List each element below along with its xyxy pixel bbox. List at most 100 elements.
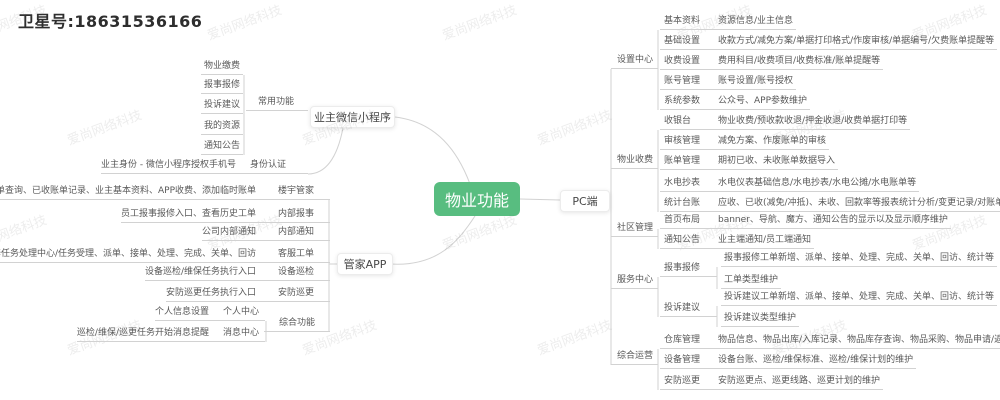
pc-row: 安防巡更 安防巡更点、巡更线路、巡更计划的维护 bbox=[660, 374, 884, 390]
pc-section-label[interactable]: 综合运营 bbox=[611, 349, 658, 365]
butler-composite-label[interactable]: 个人中心 bbox=[223, 307, 260, 317]
butler-row-detail[interactable]: 员工报事报修入口、查看历史工单 bbox=[120, 209, 256, 219]
pc-row-detail[interactable]: 水电仪表基础信息/水电抄表/水电公摊/水电账单等 bbox=[718, 178, 917, 188]
pc-row-detail[interactable]: 账号设置/账号授权 bbox=[718, 76, 794, 86]
butler-row-label[interactable]: 安防巡更 bbox=[278, 288, 315, 298]
pc-row: 设备管理 设备台账、巡检/维保标准、巡检/维保计划的维护 bbox=[660, 353, 917, 369]
owner-identity-item[interactable]: 业主身份 - 微信小程序授权手机号 bbox=[101, 160, 236, 170]
pc-row: 收银台 物业收费/预收款收退/押金收退/收费单据打印等 bbox=[660, 114, 911, 130]
pc-row-label[interactable]: 水电抄表 bbox=[664, 178, 701, 188]
pc-row-label[interactable]: 基本资料 bbox=[664, 16, 701, 26]
owner-identity-group-label[interactable]: 身份认证 bbox=[249, 160, 286, 170]
pc-row-label[interactable]: 安防巡更 bbox=[664, 376, 701, 386]
butler-composite-row: 巡检/维保/巡更任务开始消息提醒 消息中心 bbox=[76, 326, 265, 342]
pc-row-label[interactable]: 审核管理 bbox=[664, 136, 701, 146]
watermark-text: 爱尚网络科技 bbox=[535, 107, 614, 149]
pc-row-detail[interactable]: 费用科目/收费项目/收费标准/账单提醒等 bbox=[718, 56, 881, 66]
pc-row: 首页布局 banner、导航、魔方、通知公告的显示以及显示顺序维护 bbox=[660, 213, 951, 229]
pc-row-detail[interactable]: 资源信息/业主信息 bbox=[718, 16, 794, 26]
pc-row-detail[interactable]: banner、导航、魔方、通知公告的显示以及显示顺序维护 bbox=[718, 215, 948, 225]
butler-row-detail[interactable]: 报事报修任务处理中心/任务受理、派单、接单、处理、完成、关单、回访 bbox=[0, 249, 256, 259]
root-node-property-functions[interactable]: 物业功能 bbox=[434, 182, 520, 216]
butler-row-label[interactable]: 客服工单 bbox=[278, 249, 315, 259]
pc-row: 审核管理 减免方案、作废账单的审核 bbox=[660, 134, 830, 150]
pc-row-detail[interactable]: 应收、已收(减免/冲抵)、未收、回款率等报表统计分析/变更记录/对账单 bbox=[718, 198, 1000, 208]
owner-common-item[interactable]: 通知公告 bbox=[200, 139, 243, 155]
owner-common-item[interactable]: 报事报修 bbox=[200, 78, 243, 94]
pc-row-detail[interactable]: 投诉建议类型维护 bbox=[721, 311, 800, 327]
pc-row-label[interactable]: 仓库管理 bbox=[664, 335, 701, 345]
watermark-text: 爱尚网络科技 bbox=[535, 317, 614, 359]
pc-row-label[interactable]: 设备管理 bbox=[664, 355, 701, 365]
pc-row-label[interactable]: 系统参数 bbox=[664, 96, 701, 106]
pc-row-label[interactable]: 收费设置 bbox=[664, 56, 701, 66]
branch-node-owner-miniprogram[interactable]: 业主微信小程序 bbox=[310, 106, 395, 128]
butler-row-label[interactable]: 设备巡检 bbox=[278, 267, 315, 277]
pc-row-detail[interactable]: 减免方案、作废账单的审核 bbox=[718, 136, 827, 146]
pc-row: 通知公告 业主端通知/员工端通知 bbox=[660, 233, 815, 249]
pc-row: 账单管理 期初已收、未收账单数据导入 bbox=[660, 154, 839, 170]
pc-row-detail[interactable]: 投诉建议工单新增、派单、接单、处理、完成、关单、回访、统计等 bbox=[721, 290, 998, 306]
pc-row-label[interactable]: 收银台 bbox=[664, 116, 692, 126]
owner-common-item[interactable]: 物业缴费 bbox=[200, 59, 243, 75]
watermark-text: 爱尚网络科技 bbox=[440, 2, 519, 44]
butler-row: 公司内部通知 内部通知 bbox=[201, 225, 330, 241]
pc-row: 基本资料 资源信息/业主信息 bbox=[660, 14, 797, 30]
butler-row: 设备巡检/维保任务执行入口 设备巡检 bbox=[144, 265, 330, 281]
pc-row: 账号管理 账号设置/账号授权 bbox=[660, 74, 797, 90]
butler-composite-group-label[interactable]: 综合功能 bbox=[264, 316, 330, 332]
butler-row-detail[interactable]: 设备巡检/维保任务执行入口 bbox=[144, 267, 256, 277]
pc-row-label[interactable]: 账号管理 bbox=[664, 76, 701, 86]
pc-row-label[interactable]: 基础设置 bbox=[664, 36, 701, 46]
pc-row: 水电抄表 水电仪表基础信息/水电抄表/水电公摊/水电账单等 bbox=[660, 176, 920, 192]
butler-composite-label[interactable]: 消息中心 bbox=[223, 328, 260, 338]
pc-section-label[interactable]: 社区管理 bbox=[611, 221, 658, 237]
butler-composite-row: 个人信息设置 个人中心 bbox=[154, 305, 265, 321]
pc-section-label[interactable]: 服务中心 bbox=[611, 273, 658, 289]
owner-common-item[interactable]: 投诉建议 bbox=[200, 98, 243, 114]
pc-row-detail[interactable]: 物品信息、物品出库/入库记录、物品库存查询、物品采购、物品申请/返还记录 bbox=[718, 335, 1000, 345]
butler-row-label[interactable]: 楼宇管家 bbox=[278, 186, 315, 196]
pc-row-detail[interactable]: 物业收费/预收款收退/押金收退/收费单据打印等 bbox=[718, 116, 908, 126]
owner-common-group-label[interactable]: 常用功能 bbox=[246, 95, 308, 111]
butler-row: 报事报修任务处理中心/任务受理、派单、接单、处理、完成、关单、回访 客服工单 bbox=[0, 247, 330, 263]
pc-row-detail[interactable]: 收款方式/减免方案/单据打印格式/作废审核/单据编号/欠费账单提醒等 bbox=[718, 36, 995, 46]
pc-row-detail[interactable]: 期初已收、未收账单数据导入 bbox=[718, 156, 836, 166]
pc-row-label[interactable]: 首页布局 bbox=[664, 215, 701, 225]
butler-composite-detail[interactable]: 巡检/维保/巡更任务开始消息提醒 bbox=[76, 328, 209, 338]
pc-row-label[interactable]: 账单管理 bbox=[664, 156, 701, 166]
pc-row-detail[interactable]: 报事报修工单新增、派单、接单、处理、完成、关单、回访、统计等 bbox=[721, 251, 998, 267]
pc-row: 收费设置 费用科目/收费项目/收费标准/账单提醒等 bbox=[660, 54, 884, 70]
branch-node-pc[interactable]: PC端 bbox=[560, 190, 610, 212]
pc-row-label[interactable]: 统计台账 bbox=[664, 198, 701, 208]
butler-composite-detail[interactable]: 个人信息设置 bbox=[154, 307, 209, 317]
pc-row-label[interactable]: 投诉建议 bbox=[660, 301, 717, 317]
owner-common-item[interactable]: 我的资源 bbox=[200, 119, 243, 135]
pc-row-detail[interactable]: 公众号、APP参数维护 bbox=[718, 96, 808, 106]
pc-row: 系统参数 公众号、APP参数维护 bbox=[660, 94, 811, 110]
pc-row-label[interactable]: 报事报修 bbox=[660, 261, 717, 277]
watermark-text: 爱尚网络科技 bbox=[65, 107, 144, 149]
butler-row-detail[interactable]: 公司内部通知 bbox=[201, 227, 256, 237]
pc-row-detail[interactable]: 安防巡更点、巡更线路、巡更计划的维护 bbox=[718, 376, 881, 386]
butler-row: 员工报事报修入口、查看历史工单 内部报事 bbox=[120, 207, 330, 223]
pc-section-label[interactable]: 设置中心 bbox=[611, 53, 658, 69]
pc-row-detail[interactable]: 工单类型维护 bbox=[721, 273, 782, 289]
watermark-text: 爱尚网络科技 bbox=[205, 2, 284, 44]
butler-row-label[interactable]: 内部通知 bbox=[278, 227, 315, 237]
pc-row-detail[interactable]: 设备台账、巡检/维保标准、巡检/维保计划的维护 bbox=[718, 355, 914, 365]
butler-row-detail[interactable]: 安防巡更任务执行入口 bbox=[165, 288, 256, 298]
pc-row-detail[interactable]: 业主端通知/员工端通知 bbox=[718, 235, 812, 245]
butler-row-label[interactable]: 内部报事 bbox=[278, 209, 315, 219]
pc-row: 基础设置 收款方式/减免方案/单据打印格式/作废审核/单据编号/欠费账单提醒等 bbox=[660, 34, 998, 50]
pc-section-label[interactable]: 物业收费 bbox=[611, 153, 658, 169]
butler-row: 应收账单查询、已收账单记录、业主基本资料、APP收费、添加临时账单 楼宇管家 bbox=[0, 184, 330, 200]
branch-node-butler-app[interactable]: 管家APP bbox=[337, 253, 393, 275]
pc-row-label[interactable]: 通知公告 bbox=[664, 235, 701, 245]
butler-row-detail[interactable]: 应收账单查询、已收账单记录、业主基本资料、APP收费、添加临时账单 bbox=[0, 186, 256, 196]
pc-row: 统计台账 应收、已收(减免/冲抵)、未收、回款率等报表统计分析/变更记录/对账单 bbox=[660, 196, 1000, 212]
pc-row: 仓库管理 物品信息、物品出库/入库记录、物品库存查询、物品采购、物品申请/返还记录 bbox=[660, 333, 1000, 349]
butler-row: 安防巡更任务执行入口 安防巡更 bbox=[165, 286, 330, 302]
header-title: 卫星号:18631536166 bbox=[18, 12, 203, 31]
